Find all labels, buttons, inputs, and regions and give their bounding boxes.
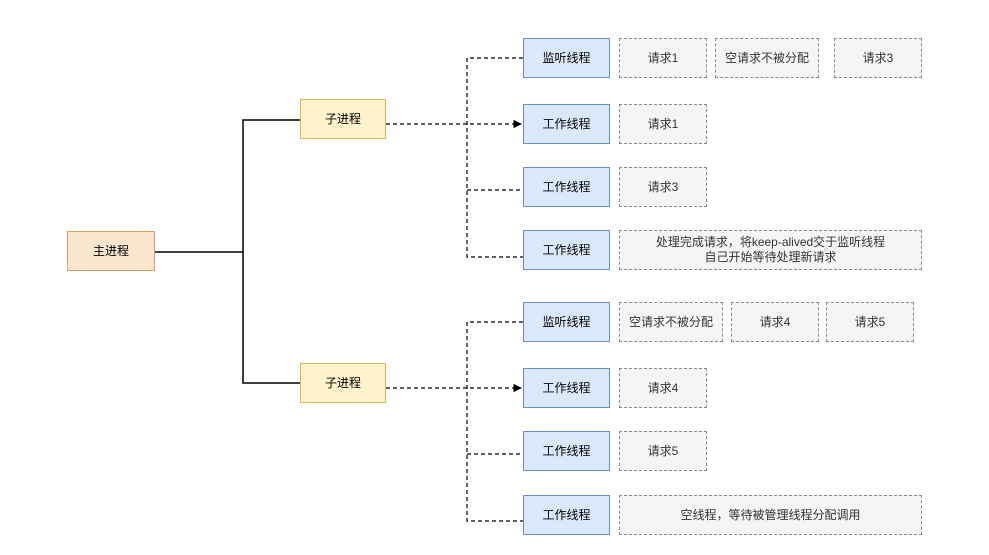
listener-thread-2-label: 监听线程 [542,314,591,329]
request-label: 空请求不被分配 [724,50,809,65]
worker-thread-1b-box: 工作线程 [523,167,610,207]
request-box: 空请求不被分配 [715,38,819,78]
request-box: 请求1 [619,104,707,144]
worker-thread-2c-box: 工作线程 [523,495,610,535]
listener-thread-1-box: 监听线程 [523,38,610,78]
request-box: 处理完成请求，将keep-alived交于监听线程 自己开始等待处理新请求 [619,230,922,270]
request-label: 请求1 [647,116,679,131]
request-label: 请求4 [759,314,791,329]
worker-thread-2b-label: 工作线程 [542,443,591,458]
request-box: 空请求不被分配 [619,302,723,342]
worker-thread-1a-label: 工作线程 [542,116,591,131]
request-label: 空请求不被分配 [628,314,713,329]
worker-thread-1c-box: 工作线程 [523,230,610,270]
child-process-2-label: 子进程 [324,375,361,390]
child-process-2-box: 子进程 [300,363,386,403]
request-label: 请求5 [854,314,886,329]
request-box: 请求4 [731,302,819,342]
child-process-1-box: 子进程 [300,99,386,139]
request-label: 处理完成请求，将keep-alived交于监听线程 自己开始等待处理新请求 [655,235,886,264]
request-label: 请求4 [647,380,679,395]
worker-thread-1b-label: 工作线程 [542,179,591,194]
request-box: 空线程，等待被管理线程分配调用 [619,495,922,535]
request-box: 请求3 [619,167,707,207]
request-label: 空线程，等待被管理线程分配调用 [680,507,861,522]
child-1-branch-line [466,57,523,258]
main-to-child-1-line [155,119,300,253]
child-2-branch-line [466,321,523,522]
request-label: 请求1 [647,50,679,65]
worker-thread-1a-box: 工作线程 [523,104,610,144]
request-box: 请求1 [619,38,707,78]
main-to-child-2-line [242,252,300,384]
request-label: 请求5 [647,443,679,458]
request-box: 请求5 [619,431,707,471]
main-process-box: 主进程 [67,231,155,271]
worker-thread-2b-box: 工作线程 [523,431,610,471]
request-box: 请求5 [826,302,914,342]
worker-thread-2c-label: 工作线程 [542,507,591,522]
worker-thread-2a-box: 工作线程 [523,368,610,408]
request-label: 请求3 [862,50,894,65]
request-box: 请求3 [834,38,922,78]
main-process-label: 主进程 [92,243,129,258]
listener-thread-2-box: 监听线程 [523,302,610,342]
listener-thread-1-label: 监听线程 [542,50,591,65]
child-process-1-label: 子进程 [324,111,361,126]
worker-thread-2a-label: 工作线程 [542,380,591,395]
request-box: 请求4 [619,368,707,408]
request-label: 请求3 [647,179,679,194]
worker-thread-1c-label: 工作线程 [542,242,591,257]
